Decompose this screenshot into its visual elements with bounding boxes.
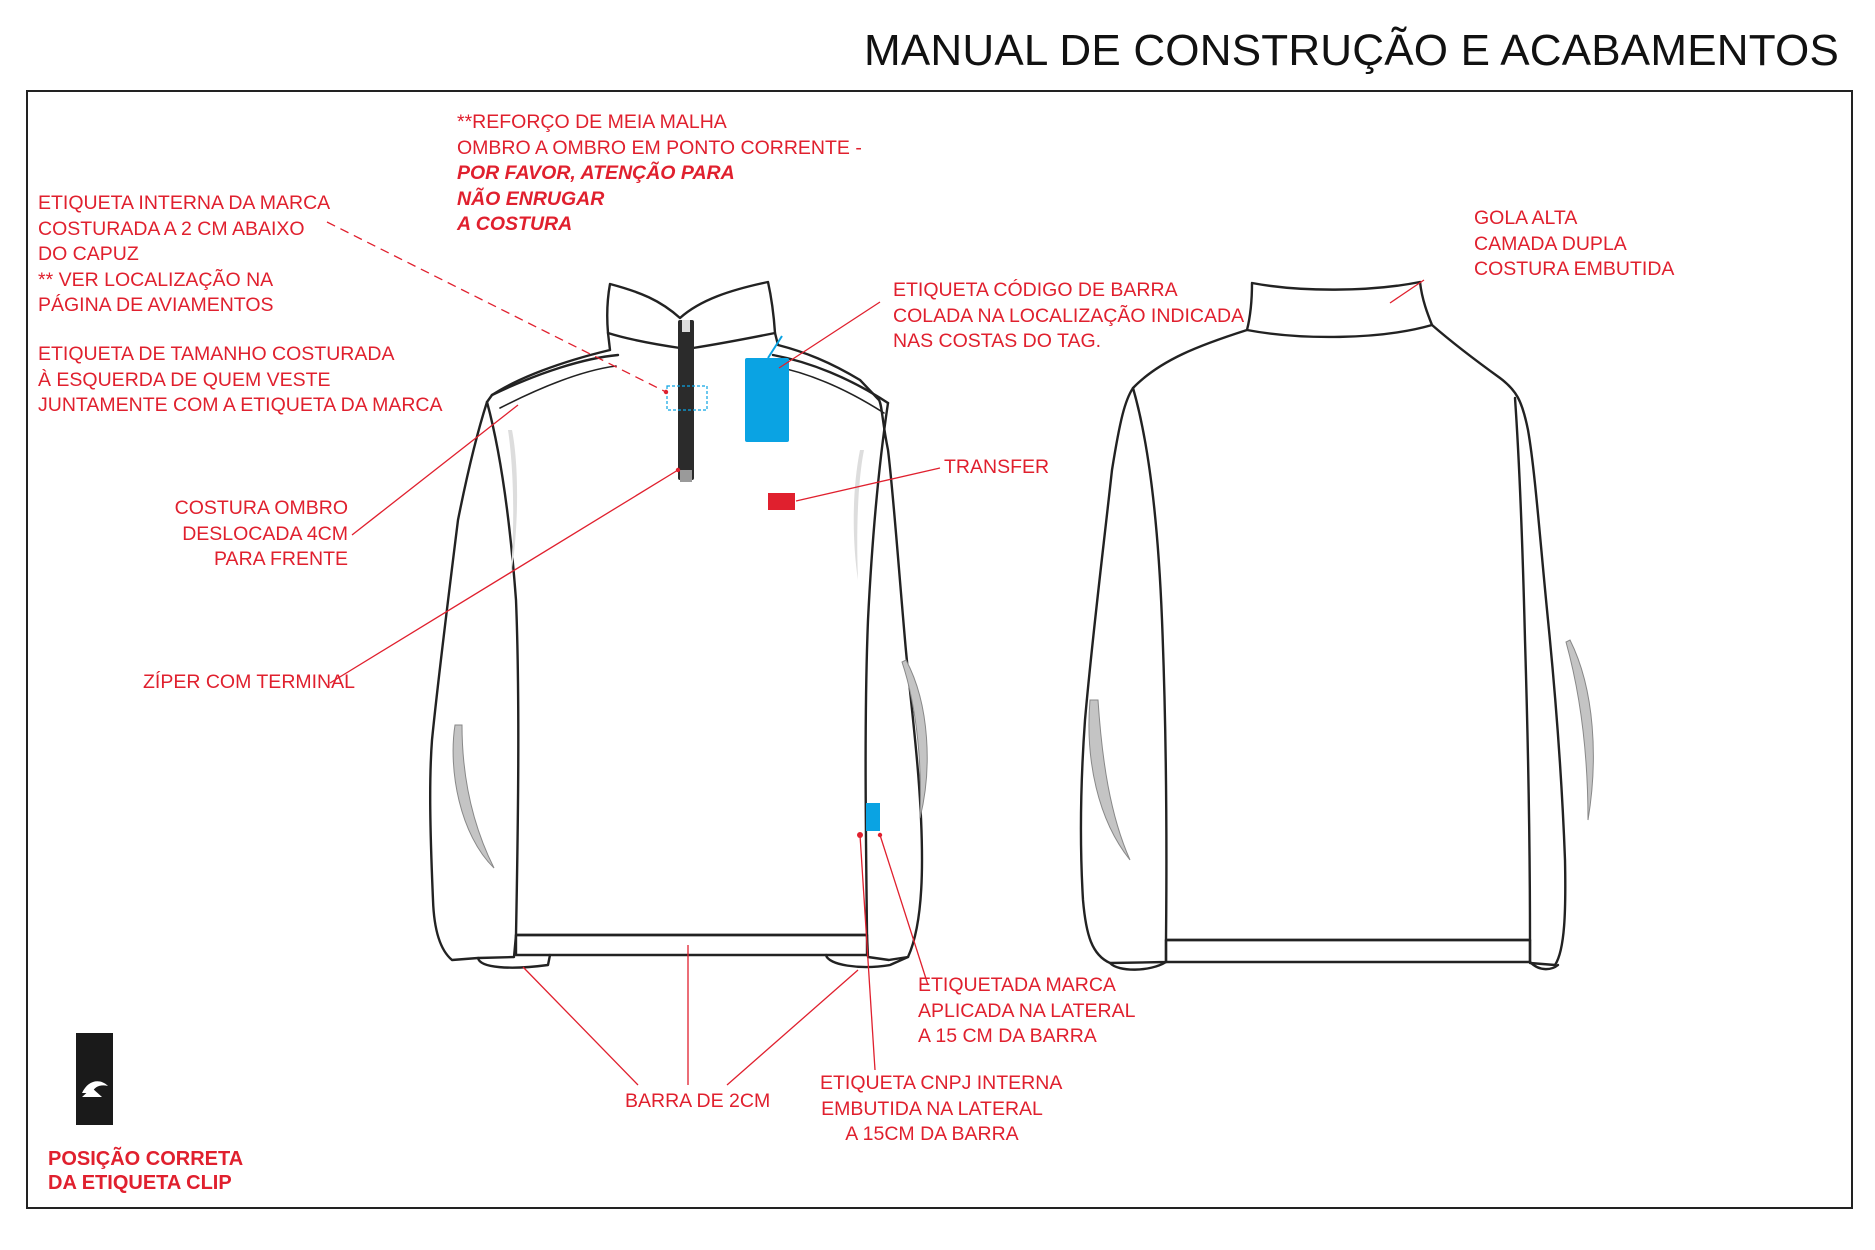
leader-zipper	[329, 469, 679, 684]
note-hem: BARRA DE 2CM	[625, 1089, 770, 1115]
note-line-emphasis: NÃO ENRUGAR	[457, 187, 605, 210]
back-right-sleeve-seam	[1513, 396, 1532, 942]
front-body-outline	[428, 331, 924, 962]
note-line: TRANSFER	[944, 456, 1050, 478]
back-hem-band	[1164, 938, 1532, 964]
note-line: **REFORÇO DE MEIA MALHA	[457, 111, 727, 133]
note-line: PÁGINA DE AVIAMENTOS	[38, 294, 274, 316]
front-right-cuff	[824, 953, 910, 969]
note-line: COSTURA OMBRO	[174, 497, 348, 519]
back-collar	[1245, 280, 1434, 339]
note-line: ETIQUETA INTERNA DA MARCA	[38, 192, 331, 214]
note-line: GOLA ALTA	[1474, 207, 1578, 229]
hang-tag-string	[767, 335, 783, 359]
note-line: DESLOCADA 4CM	[182, 522, 348, 545]
note-line: ETIQUETADA MARCA	[918, 974, 1116, 996]
note-reinforcement: **REFORÇO DE MEIA MALHA OMBRO A OMBRO EM…	[457, 110, 862, 238]
hang-tag	[745, 358, 789, 442]
leader-brand-label	[326, 221, 667, 393]
leader-hem-right	[726, 969, 859, 1086]
leader-barcode	[778, 301, 881, 369]
note-size-label: ETIQUETA DE TAMANHO COSTURADA À ESQUERDA…	[38, 342, 443, 419]
front-sleeve-shading	[452, 430, 928, 869]
back-body-outline	[1079, 323, 1567, 967]
back-sleeve-shading	[1088, 639, 1594, 861]
transfer-mark	[768, 493, 795, 510]
note-transfer: TRANSFER	[944, 455, 1049, 481]
note-line: APLICADA NA LATERAL	[918, 999, 1136, 1022]
brand-label-dashed	[666, 385, 708, 411]
note-shoulder-seam: COSTURA OMBRO DESLOCADA 4CM PARA FRENTE	[170, 496, 348, 573]
clip-label-caption: POSIÇÃO CORRETA DA ETIQUETA CLIP	[48, 1147, 243, 1195]
leader-cnpj	[859, 834, 876, 1071]
back-left-cuff	[1108, 960, 1168, 971]
leader-transfer	[795, 467, 941, 502]
note-line-emphasis: POR FAVOR, ATENÇÃO PARA	[457, 162, 735, 184]
front-left-cuff	[476, 953, 552, 969]
front-zipper	[678, 320, 694, 482]
leader-side-brand	[879, 834, 929, 986]
note-cnpj-label: ETIQUETA CNPJ INTERNA EMBUTIDA NA LATERA…	[820, 1071, 1063, 1148]
note-line: ** VER LOCALIZAÇÃO NA	[38, 268, 274, 291]
note-line: À ESQUERDA DE QUEM VESTE	[38, 368, 331, 391]
note-line: COSTURA EMBUTIDA	[1474, 258, 1675, 280]
note-barcode: ETIQUETA CÓDIGO DE BARRA COLADA NA LOCAL…	[893, 278, 1244, 355]
sheet-frame	[26, 90, 1853, 1209]
front-left-yoke	[490, 353, 620, 397]
note-line: ZÍPER COM TERMINAL	[143, 671, 355, 693]
page-title: MANUAL DE CONSTRUÇÃO E ACABAMENTOS	[864, 26, 1839, 75]
back-left-raglan	[1131, 386, 1168, 942]
note-line: DO CAPUZ	[38, 243, 139, 265]
leader-lines	[326, 221, 1425, 1086]
note-line: NAS COSTAS DO TAG.	[893, 330, 1102, 352]
note-line: EMBUTIDA NA LATERAL	[821, 1097, 1043, 1120]
leader-shoulder	[351, 404, 519, 536]
front-left-yoke-inner	[499, 365, 617, 409]
note-line: COSTURADA A 2 CM ABAIXO	[38, 217, 305, 240]
front-garment	[428, 280, 924, 969]
front-right-yoke	[771, 353, 890, 405]
note-line: ETIQUETA CNPJ INTERNA	[820, 1072, 1063, 1094]
note-line: A 15 CM DA BARRA	[918, 1025, 1097, 1047]
note-side-brand-label: ETIQUETADA MARCA APLICADA NA LATERAL A 1…	[918, 973, 1135, 1050]
leader-collar	[1389, 279, 1425, 304]
wave-mountain-logo-icon	[82, 1081, 108, 1097]
note-line: PARA FRENTE	[214, 548, 348, 570]
back-garment	[1079, 280, 1567, 971]
front-left-raglan	[485, 400, 520, 937]
note-line: ETIQUETA CÓDIGO DE BARRA	[893, 279, 1178, 301]
note-line: OMBRO A OMBRO EM PONTO CORRENTE -	[457, 136, 862, 159]
note-zipper: ZÍPER COM TERMINAL	[143, 670, 355, 696]
note-line: CAMADA DUPLA	[1474, 232, 1627, 255]
note-line: JUNTAMENTE COM A ETIQUETA DA MARCA	[38, 394, 443, 416]
note-line: ETIQUETA DE TAMANHO COSTURADA	[38, 343, 395, 365]
front-hem-band	[514, 933, 869, 957]
note-line: A 15CM DA BARRA	[845, 1123, 1019, 1145]
leader-dots	[663, 389, 883, 838]
note-line-emphasis: A COSTURA	[457, 213, 573, 235]
clip-caption-line: POSIÇÃO CORRETA	[48, 1148, 244, 1170]
back-right-cuff	[1528, 960, 1560, 971]
front-right-raglan	[864, 401, 890, 937]
note-line: BARRA DE 2CM	[625, 1090, 771, 1112]
clip-label	[76, 1033, 113, 1125]
note-line: COLADA NA LOCALIZAÇÃO INDICADA	[893, 304, 1245, 327]
note-collar: GOLA ALTA CAMADA DUPLA COSTURA EMBUTIDA	[1474, 206, 1674, 283]
side-label	[866, 803, 880, 831]
leader-hem-left	[522, 966, 639, 1086]
clip-caption-line: DA ETIQUETA CLIP	[48, 1172, 232, 1194]
note-brand-label: ETIQUETA INTERNA DA MARCA COSTURADA A 2 …	[38, 191, 330, 319]
